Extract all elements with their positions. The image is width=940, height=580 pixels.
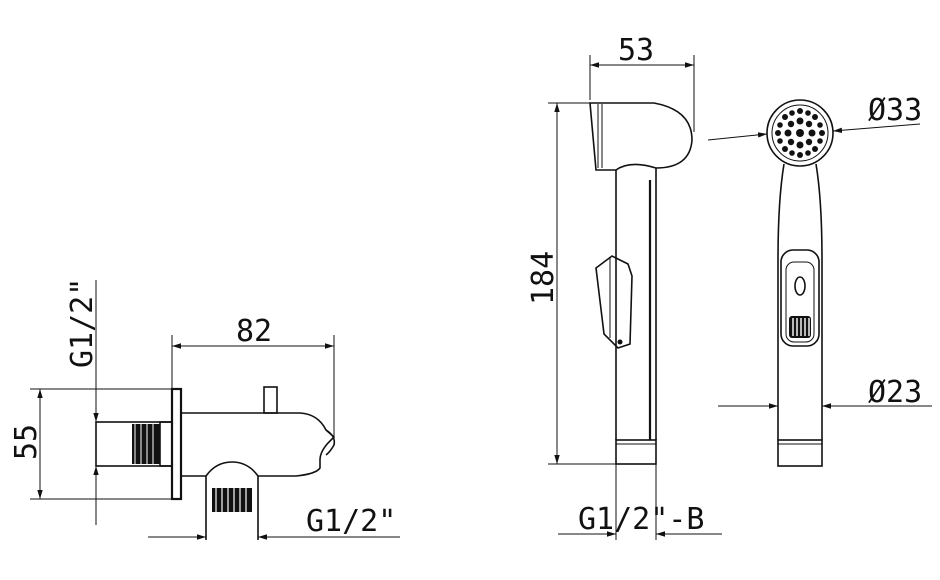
handle-grip (615, 168, 657, 440)
front-collar (777, 439, 823, 467)
dim-label-53: 53 (618, 33, 654, 68)
holder-pin (263, 386, 278, 414)
handle-trigger (595, 255, 633, 349)
dim-label-head-diameter: Ø33 (868, 93, 922, 128)
front-grip (777, 163, 823, 440)
wall-plate (170, 387, 183, 501)
insert-thread-hatch (132, 424, 160, 464)
dim-label-184: 184 (526, 251, 561, 305)
dim-label-hose-thread: G1/2"-B (578, 502, 704, 537)
handle-head (589, 102, 693, 171)
outlet-thread-hatch (212, 488, 252, 512)
holder-body (181, 412, 336, 477)
bottom-outlet (205, 476, 259, 540)
handle-side-view: 53 184 G1/2"-B (526, 33, 722, 540)
wall-connector-view: 82 55 G1/2" G1/2" (9, 278, 400, 540)
trigger-grille (789, 316, 811, 338)
dim-label-wall-thread: G1/2" (65, 278, 100, 368)
spray-head (766, 99, 834, 167)
dim-label-82: 82 (236, 314, 272, 349)
front-trigger (780, 249, 820, 347)
dim-label-neck-diameter: Ø23 (868, 375, 922, 410)
dim-label-55: 55 (9, 424, 44, 460)
handle-front-view: Ø33 Ø23 (707, 93, 932, 467)
spray-nozzles (775, 108, 825, 158)
dim-label-outlet-thread: G1/2" (306, 504, 396, 539)
handle-collar (615, 439, 657, 465)
